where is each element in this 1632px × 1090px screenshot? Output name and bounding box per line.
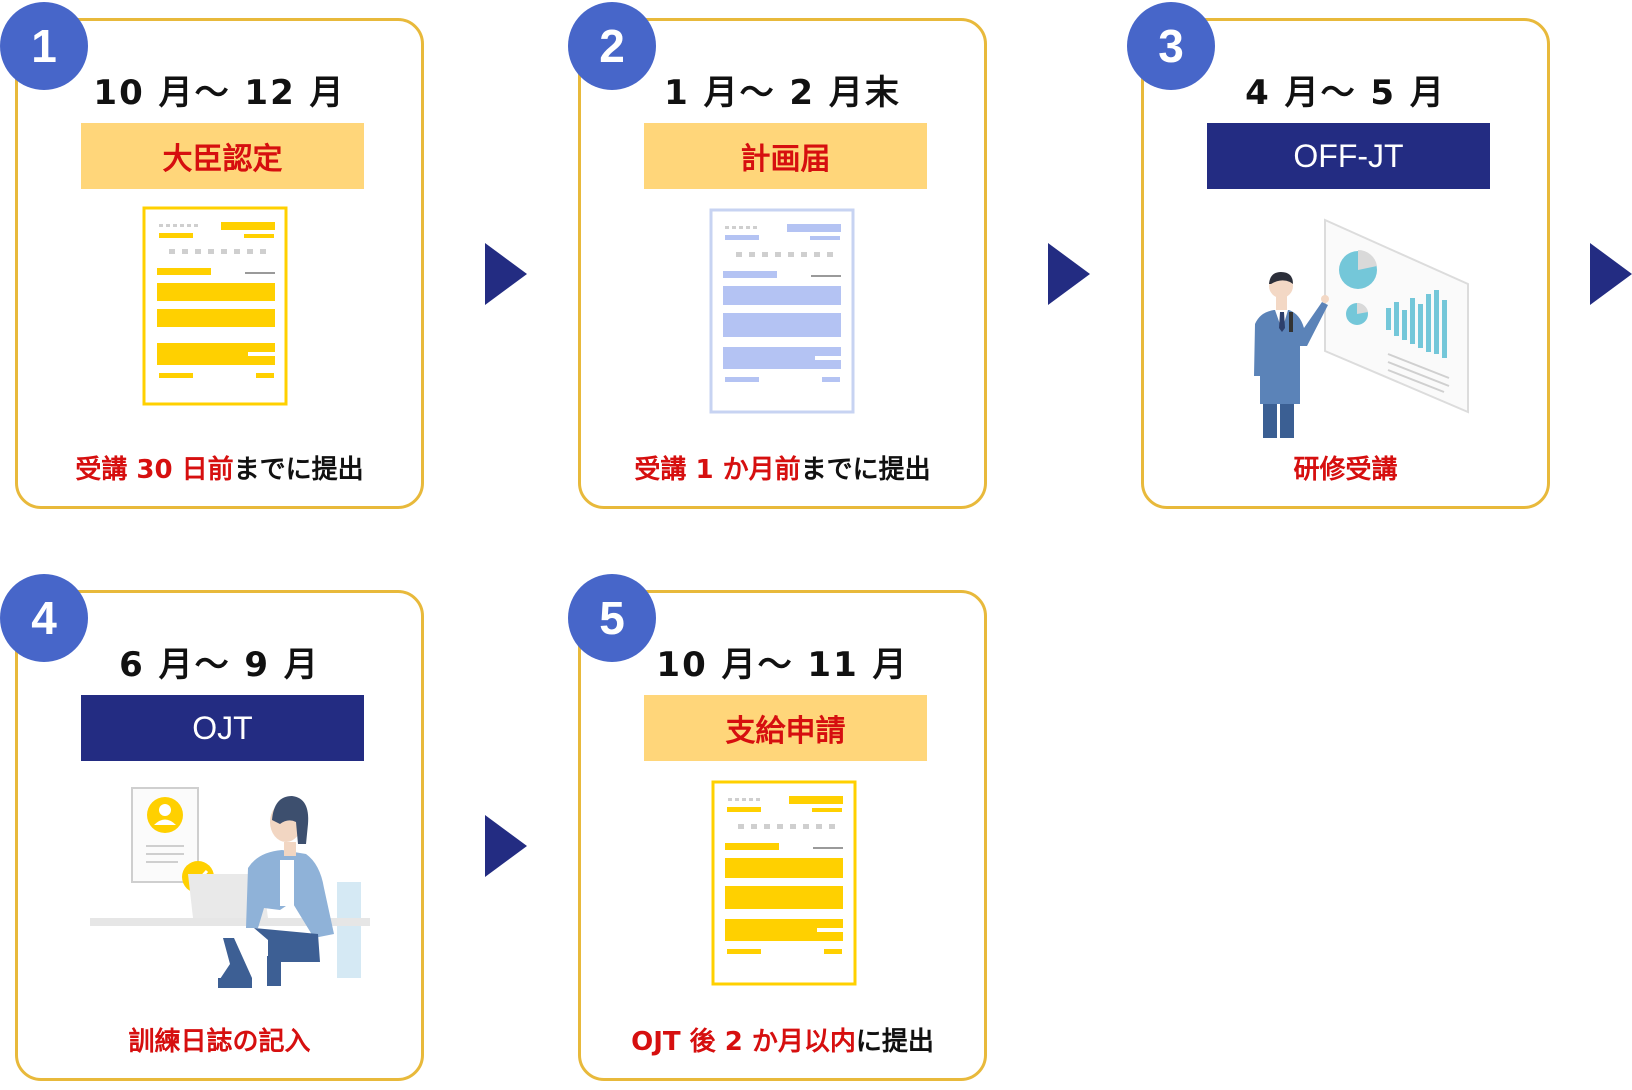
step-card-1: 10 月〜 12 月 大臣認定 受講 30 日前までに提出 — [15, 18, 424, 509]
step-card-2: 1 月〜 2 月末 計画届 受講 1 か月前までに提出 — [578, 18, 987, 509]
step-note: 受講 1 か月前までに提出 — [581, 449, 984, 486]
step-label: 計画届 — [644, 123, 927, 189]
step-note: 訓練日誌の記入 — [18, 1021, 421, 1058]
step-label: OFF-JT — [1207, 123, 1490, 189]
document-yellow-icon — [581, 778, 984, 1018]
step-number-badge: 2 — [568, 2, 656, 90]
step-period: 1 月〜 2 月末 — [664, 73, 901, 113]
step-note: 研修受講 — [1144, 449, 1547, 486]
step-number-badge: 3 — [1127, 2, 1215, 90]
step-label: 支給申請 — [644, 695, 927, 761]
step-label: 大臣認定 — [81, 123, 364, 189]
step-card-4: 6 月〜 9 月 OJT 訓練日誌の記入 — [15, 590, 424, 1081]
next-arrow-icon — [1048, 243, 1090, 305]
step-note-rest: に提出 — [855, 1027, 934, 1057]
step-note-rest: までに提出 — [233, 455, 364, 485]
step-period: 10 月〜 12 月 — [93, 73, 346, 113]
step-number-badge: 5 — [568, 574, 656, 662]
step-period: 6 月〜 9 月 — [119, 645, 320, 685]
next-arrow-icon — [485, 243, 527, 305]
next-arrow-icon — [485, 815, 527, 877]
woman-laptop-illustration — [18, 778, 421, 1018]
step-note-highlight: 研修受講 — [1293, 455, 1398, 485]
step-card-3: 4 月〜 5 月 OFF-JT 研修 — [1141, 18, 1550, 509]
step-label: OJT — [81, 695, 364, 761]
next-arrow-icon — [1590, 243, 1632, 305]
step-number-badge: 4 — [0, 574, 88, 662]
step-note: OJT 後 2 か月以内に提出 — [581, 1021, 984, 1058]
step-note-highlight: 訓練日誌の記入 — [128, 1027, 311, 1057]
document-blue-icon — [581, 206, 984, 446]
step-note-highlight: 受講 1 か月前 — [634, 455, 801, 485]
step-period: 4 月〜 5 月 — [1245, 73, 1446, 113]
step-note-highlight: OJT 後 2 か月以内 — [631, 1027, 856, 1057]
step-number-badge: 1 — [0, 2, 88, 90]
step-note-highlight: 受講 30 日前 — [75, 455, 234, 485]
step-note-rest: までに提出 — [800, 455, 931, 485]
step-period: 10 月〜 11 月 — [656, 645, 909, 685]
document-yellow-icon — [18, 206, 421, 446]
step-card-5: 10 月〜 11 月 支給申請 OJT 後 2 か月以内に提出 — [578, 590, 987, 1081]
presenter-illustration — [1144, 206, 1547, 446]
step-note: 受講 30 日前までに提出 — [18, 449, 421, 486]
